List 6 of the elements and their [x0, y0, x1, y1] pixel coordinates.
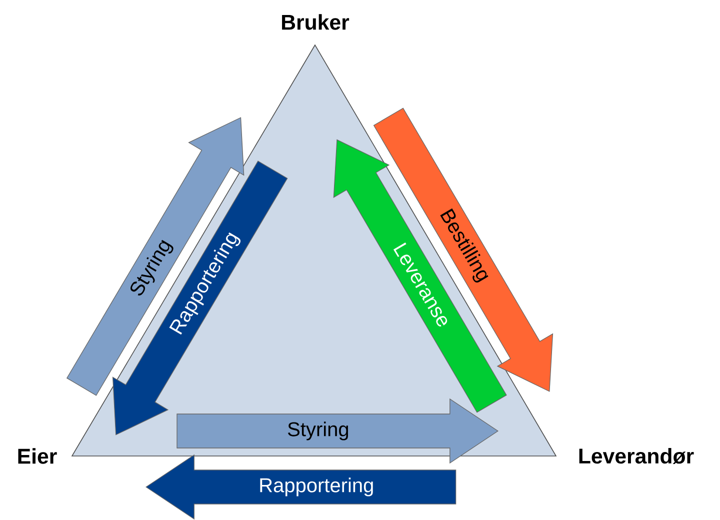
corner-label: Leverandør — [579, 448, 694, 464]
edge-label: Styring — [286, 420, 351, 442]
corner-label: Eier — [18, 448, 57, 464]
edge-label: Rapportering — [257, 476, 376, 498]
block-arrow — [176, 398, 498, 464]
corner-label: Bruker — [282, 14, 350, 30]
